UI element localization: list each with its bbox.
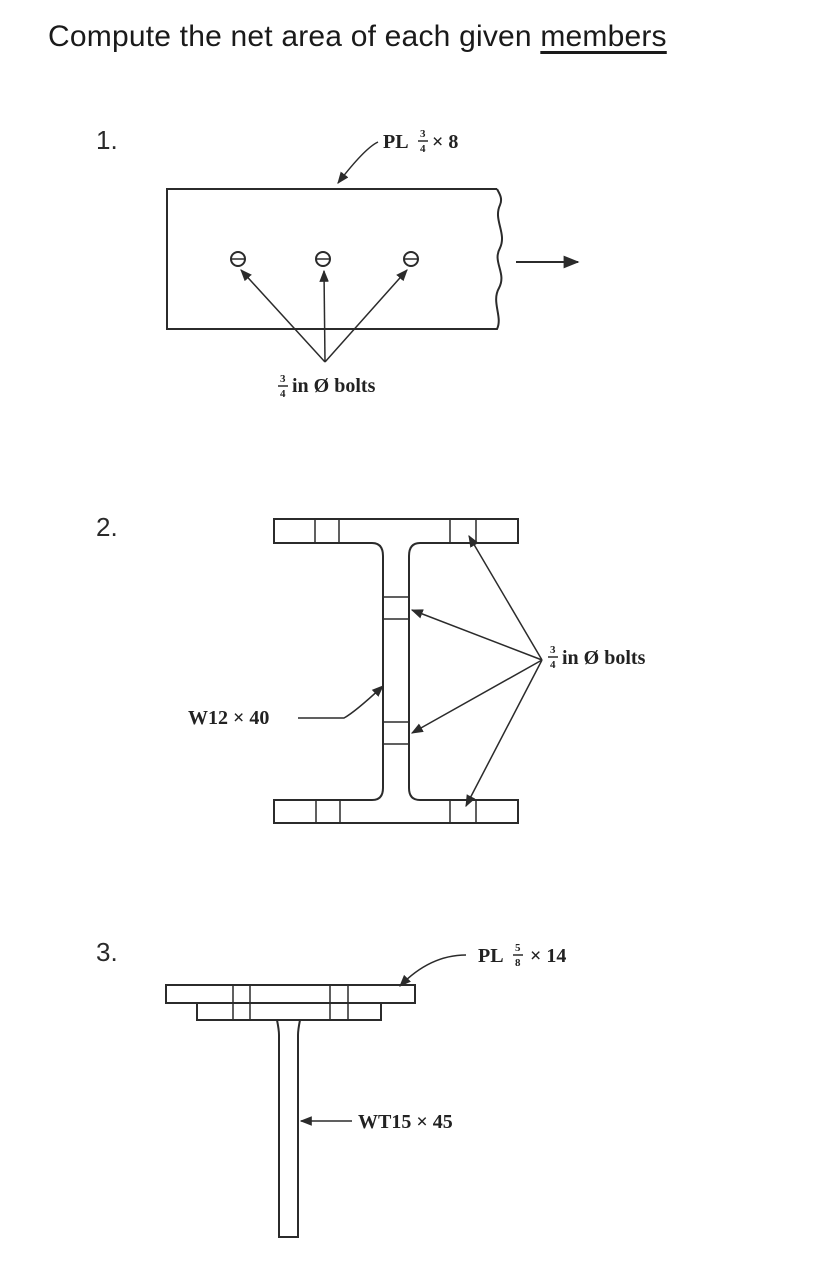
svg-text:4: 4 [550,659,556,671]
w-bolt-leader-2 [410,609,543,661]
bolt-leader-2 [319,269,329,363]
plate-1-label: PL 3 4 × 8 [383,128,458,155]
problem-1-number: 1. [96,125,118,155]
svg-text:in Ø bolts: in Ø bolts [562,647,646,669]
svg-text:4: 4 [280,388,286,400]
hole-web-lower [382,721,410,745]
svg-text:3: 3 [280,373,286,385]
hole-bottom-left [315,799,341,824]
question-text-main: Compute the net area of each given [48,20,541,53]
problem-2-bolt-label: 3 4 in Ø bolts [548,644,646,671]
bolt-hole-2 [315,251,331,267]
problem-2-figure: 3 4 in Ø bolts W12 × 40 [188,518,646,824]
svg-text:in Ø bolts: in Ø bolts [292,375,376,397]
bolt-hole-3 [403,251,419,267]
svg-text:5: 5 [515,942,521,954]
problem-2-number: 2. [96,512,118,542]
problem-1-bolt-label: 3 4 in Ø bolts [278,373,376,400]
svg-text:PL: PL [478,945,504,967]
svg-text:× 8: × 8 [432,131,458,153]
bolt-leader-3 [324,269,408,363]
svg-text:PL: PL [383,131,409,153]
plate-hole-right [329,984,349,1021]
w-section-outline [273,518,519,824]
wt-stem [276,1019,301,1238]
wt-flange [196,1002,382,1021]
plate-3-label: PL 5 8 × 14 [478,942,566,969]
question-text-underlined: members [540,20,667,53]
svg-text:4: 4 [420,143,426,155]
plate-3-leader [399,954,467,987]
wt-section-label: WT15 × 45 [358,1111,453,1133]
w-bolt-leader-4 [465,659,543,808]
svg-text:3: 3 [420,128,426,140]
plate-1-outline [166,188,503,330]
plate-3 [165,984,416,1004]
hole-top-left [314,518,340,544]
bolt-leader-1 [240,269,326,363]
w-section-label: W12 × 40 [188,707,269,729]
problem-1-figure: PL 3 4 × 8 3 4 in Ø bolts [166,128,580,400]
svg-text:3: 3 [550,644,556,656]
hole-top-right [449,518,477,544]
w-section-leader [298,685,384,719]
hole-web-upper [382,596,410,620]
bolt-hole-1 [230,251,246,267]
w-bolt-leader-1 [468,534,543,661]
svg-text:8: 8 [515,957,521,969]
plate-hole-left [232,984,251,1021]
svg-text:× 14: × 14 [530,945,566,967]
w-bolt-leader-3 [410,659,543,734]
question-text: Compute the net area of each given membe… [48,20,667,54]
problem-3-figure: PL 5 8 × 14 WT15 × 45 [165,942,566,1238]
problem-3-number: 3. [96,937,118,967]
hole-bottom-right [449,799,477,824]
plate-1-leader [337,141,379,184]
